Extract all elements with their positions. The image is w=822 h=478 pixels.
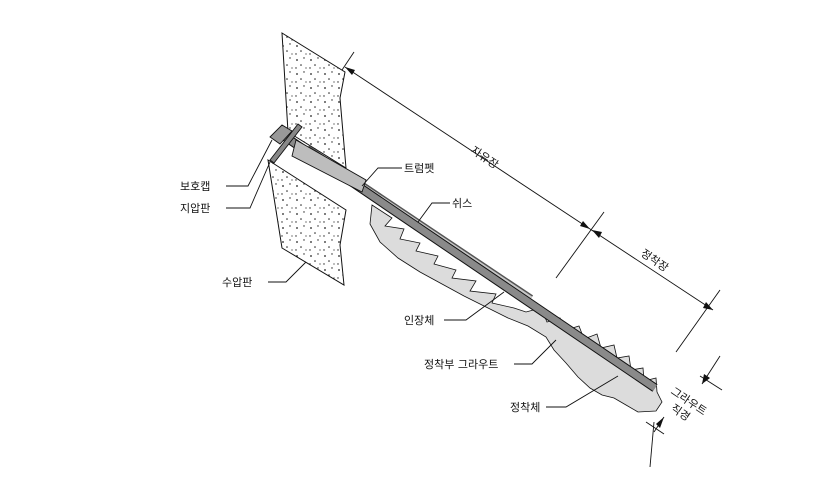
bearing-plate [269, 123, 303, 164]
grout-diameter-dimension [645, 355, 723, 468]
protective-cap-leader [226, 139, 273, 187]
anchor-length-dimension [589, 228, 721, 353]
waterproof-plate-label: 수압판 [222, 276, 252, 289]
anchor-body-leader [546, 375, 619, 408]
anchor-grout-label: 정착부 그라우트 [424, 358, 498, 371]
bearing-plate-label: 지압판 [180, 202, 210, 215]
waterproof-plate-leader [268, 261, 307, 283]
anchor-length-label: 정착장 [638, 247, 670, 275]
tendon-label: 인장체 [404, 314, 434, 327]
trumpet-label: 트럼펫 [404, 162, 434, 175]
trumpet [291, 139, 367, 193]
protective-cap-label: 보호캡 [180, 180, 210, 193]
anchor-grout-leader [514, 339, 557, 365]
free-length-label: 자유장 [468, 144, 500, 172]
grout-body [369, 204, 663, 413]
free-length-dimension [341, 51, 605, 279]
concrete-wall-lower [267, 158, 347, 286]
trumpet-leader [361, 167, 402, 187]
sheath-label: 쉬스 [452, 197, 472, 210]
bearing-plate-leader [226, 161, 271, 209]
tendon-leader [444, 291, 505, 321]
concrete-wall-upper [281, 32, 347, 169]
protective-cap [269, 124, 293, 145]
anchor-body-label: 정착체 [510, 401, 540, 414]
sheath-leader [417, 202, 450, 223]
